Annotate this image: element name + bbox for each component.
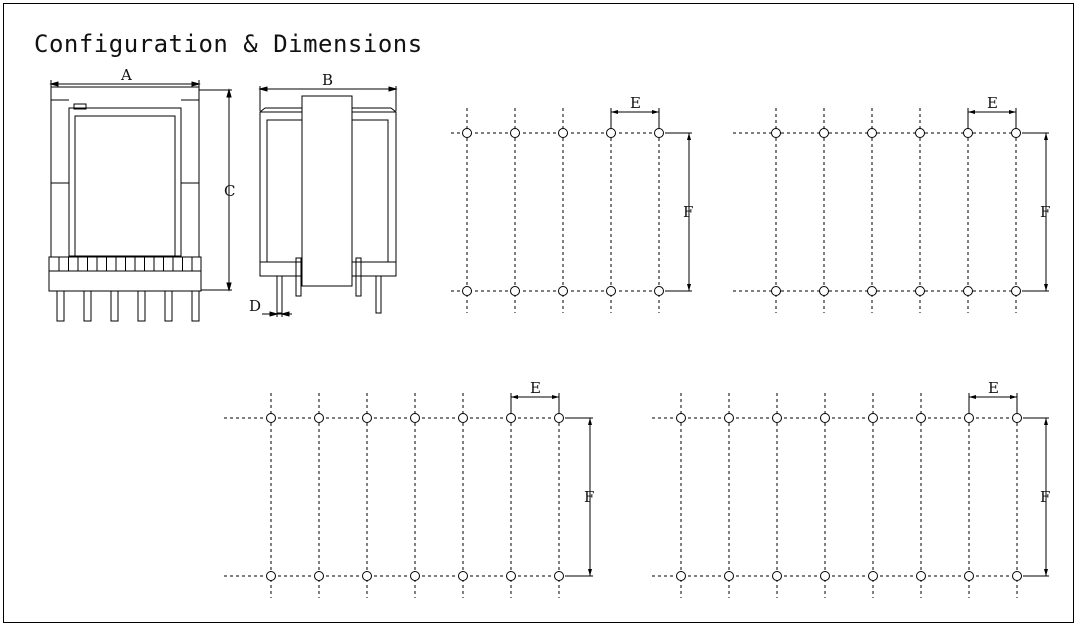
pin-hole [916,571,926,581]
side-pin-left [276,275,283,314]
pin-hole [506,413,516,423]
front-pin [56,290,65,322]
front-core [74,115,176,257]
pin-hole [868,571,878,581]
dimension-a-label: A [120,66,132,84]
pin-layout-4: EF [652,379,1050,598]
page-title: Configuration & Dimensions [34,30,423,58]
side-pin-right [375,275,382,314]
pin-hole [676,571,686,581]
front-pins [56,290,200,322]
pin-hole [867,286,877,296]
pin-hole [462,286,472,296]
pin-hole [867,128,877,138]
pin-hole [654,128,664,138]
dimension-e-label: E [630,94,641,112]
pin-hole [458,571,468,581]
dimension-e-label: E [530,379,541,397]
pin-hole [772,571,782,581]
side-bobbin-right [351,111,397,263]
pin-hole [462,128,472,138]
pin-hole [819,128,829,138]
pin-hole [772,413,782,423]
pin-hole [410,571,420,581]
dimension-d-label: D [249,297,261,315]
pin-hole [266,413,276,423]
pin-hole [771,286,781,296]
pin-hole [964,571,974,581]
pin-hole [314,571,324,581]
pin-hole [819,286,829,296]
dimension-e-label: E [987,94,998,112]
front-body-outline [50,86,200,258]
pin-hole [510,128,520,138]
pin-hole [506,571,516,581]
pin-hole [362,571,372,581]
pin-hole [362,413,372,423]
pin-hole [771,128,781,138]
front-pin [83,290,92,322]
pin-hole [458,413,468,423]
pin-hole [724,413,734,423]
pin-hole [558,286,568,296]
pin-hole [820,571,830,581]
front-view [48,80,232,322]
pin-hole [915,286,925,296]
dimension-e-label: E [988,379,999,397]
pin-hole [915,128,925,138]
side-view [258,86,398,317]
pin-hole [916,413,926,423]
dimension-c-label: C [224,182,235,200]
front-pin [110,290,119,322]
pin-hole [724,571,734,581]
pin-hole [963,286,973,296]
pin-hole [606,286,616,296]
pin-layout-3: EF [224,379,594,598]
front-pin [137,290,146,322]
pin-hole [266,571,276,581]
pin-hole [410,413,420,423]
pin-hole [963,128,973,138]
pin-hole [606,128,616,138]
front-window [68,107,182,257]
front-pin [191,290,200,322]
pin-hole [558,128,568,138]
pin-layout-1: EF [451,94,693,313]
side-bobbin-left [259,111,303,263]
pin-hole [1011,128,1021,138]
dimension-f-label: F [584,488,594,506]
pin-hole [510,286,520,296]
dimension-f-label: F [683,203,693,221]
pin-hole [676,413,686,423]
pin-hole [554,571,564,581]
pin-hole [554,413,564,423]
pin-hole [314,413,324,423]
dimension-b-label: B [322,71,333,89]
side-core [301,95,353,287]
pin-hole [964,413,974,423]
pin-hole [654,286,664,296]
front-base-ribs [58,257,193,271]
pin-hole [820,413,830,423]
pin-layout-2: EF [733,94,1050,313]
drawing-frame [3,3,1074,623]
dimension-f-label: F [1040,203,1050,221]
pin-hole [1012,413,1022,423]
front-tab [73,103,87,110]
dimension-f-label: F [1040,488,1050,506]
pin-hole [868,413,878,423]
pin-hole [1012,571,1022,581]
pin-hole [1011,286,1021,296]
front-pin [164,290,173,322]
